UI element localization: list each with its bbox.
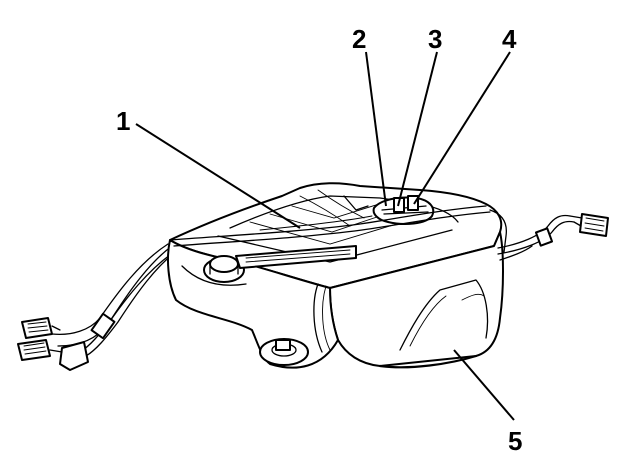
left-harness	[51, 243, 179, 357]
upper-left-connector	[21, 317, 61, 339]
lower-port	[259, 338, 309, 366]
top-strap	[235, 245, 357, 269]
callout-1: 1	[116, 106, 130, 136]
leader-line-3	[397, 51, 438, 207]
lower-left-connector	[17, 339, 89, 371]
filler-neck	[181, 255, 247, 286]
callout-5: 5	[508, 426, 522, 456]
leader-line-2	[365, 51, 387, 207]
right-harness	[489, 209, 575, 261]
callout-2: 2	[352, 24, 366, 54]
leader-line-5	[453, 349, 515, 421]
fuel-lines	[169, 189, 491, 247]
callout-3: 3	[428, 24, 442, 54]
leader-line-1	[135, 123, 301, 229]
callout-4: 4	[502, 24, 517, 54]
leader-line-4	[413, 51, 511, 205]
leader-lines	[135, 51, 515, 421]
right-connector	[569, 213, 609, 237]
callouts: 1 2 3 4 5	[116, 24, 522, 456]
